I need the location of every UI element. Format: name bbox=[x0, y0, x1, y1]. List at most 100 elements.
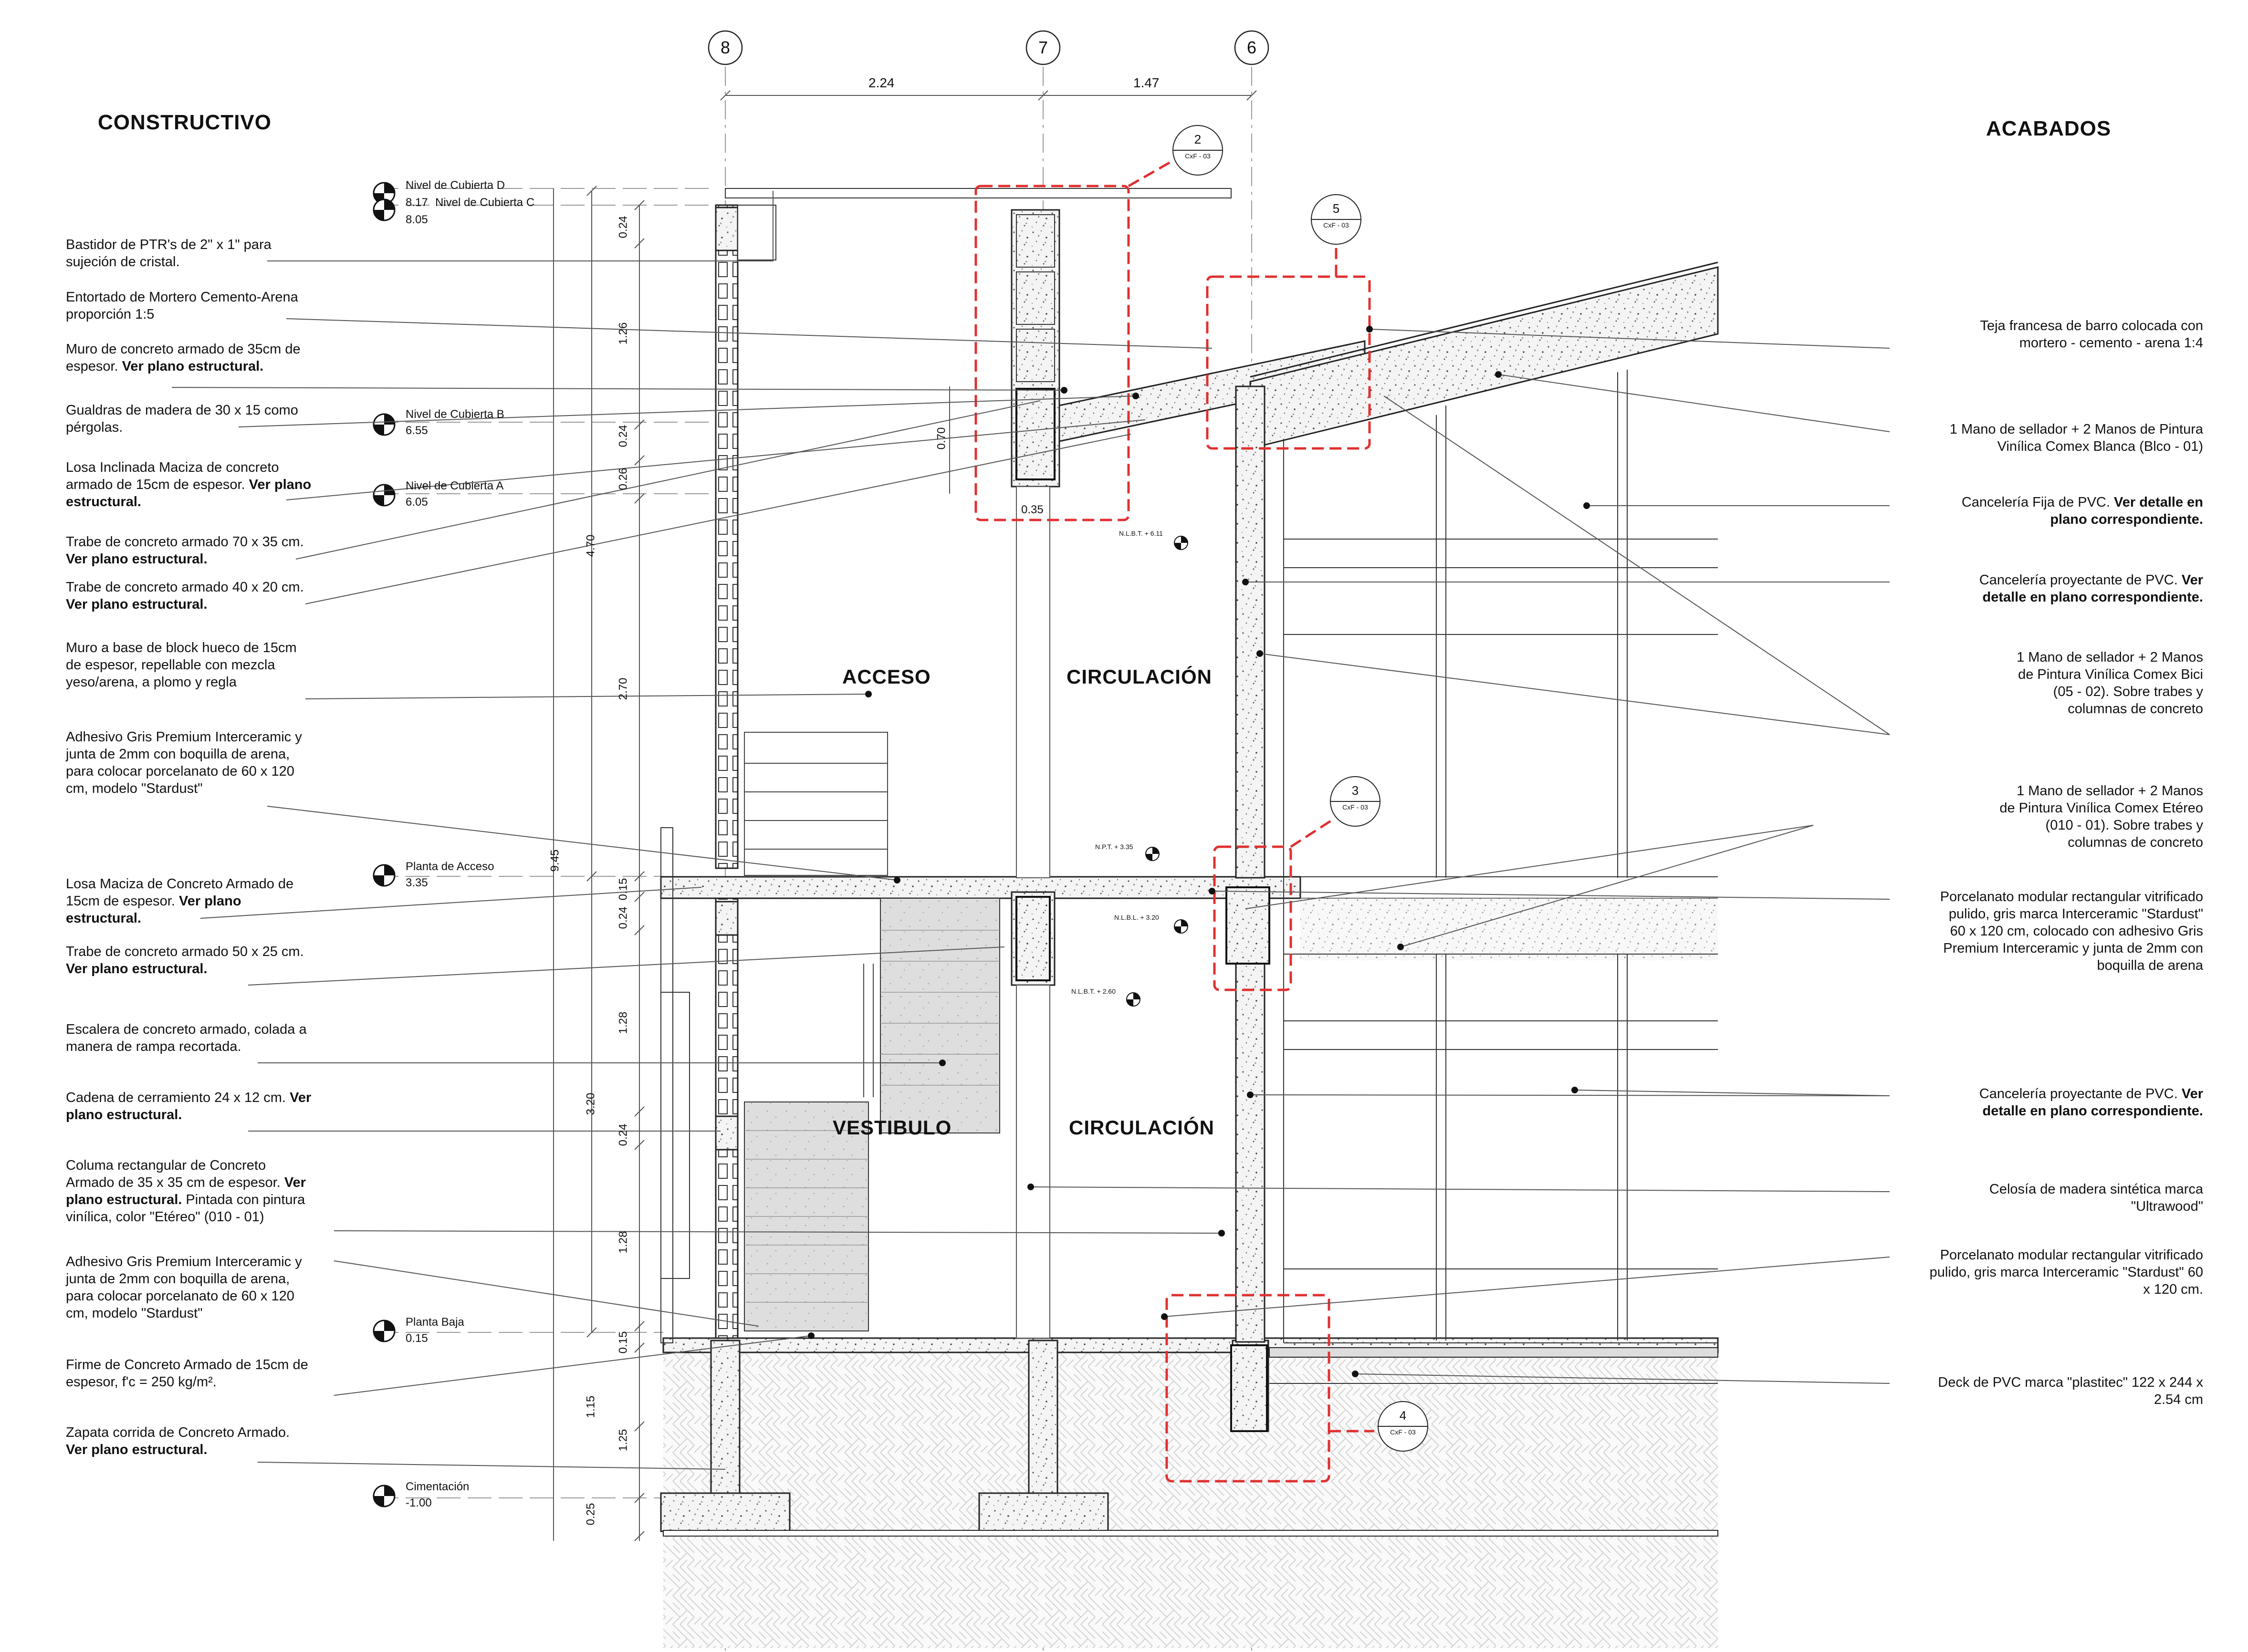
left-note-columna: Columa rectangular de Concreto Armado de… bbox=[66, 1158, 306, 1225]
pvc-deck bbox=[1269, 1347, 1718, 1358]
level-name: Planta de Acceso bbox=[406, 860, 494, 873]
stair-railing bbox=[744, 732, 888, 1097]
nlbt-611-label: N.L.B.T. + 6.11 bbox=[1119, 530, 1163, 537]
level-name: Cimentación bbox=[406, 1480, 470, 1493]
level-name: Nivel de Cubierta D bbox=[406, 179, 505, 192]
horizontal-dimension-line bbox=[720, 90, 1257, 101]
right-leaders bbox=[1030, 329, 1890, 1384]
concrete-column-upper bbox=[1011, 209, 1060, 488]
level-value: -1.00 bbox=[406, 1496, 432, 1509]
level-value: 3.35 bbox=[406, 876, 428, 889]
room-vestibulo: VESTIBULO bbox=[833, 1116, 952, 1139]
right-column-lower bbox=[1235, 897, 1265, 1343]
dimension-2-24: 2.24 bbox=[868, 75, 895, 90]
dim-vertical: 1.28 bbox=[617, 1231, 630, 1254]
dim-vertical: 0.24 bbox=[617, 216, 630, 239]
vertical-dimension-lines bbox=[553, 188, 950, 1541]
dim-vertical: 1.25 bbox=[617, 1429, 630, 1452]
left-note-muro-concreto: Muro de concreto armado de 35cm de espes… bbox=[66, 342, 301, 374]
right-note-teja: Teja francesa de barro colocada con mort… bbox=[1980, 318, 2203, 351]
dim-vertical: 0.15 bbox=[617, 878, 630, 901]
left-note-trabe-70x35: Trabe de concreto armado 70 x 35 cm. Ver… bbox=[66, 534, 304, 567]
stair-flight-upper bbox=[880, 898, 1000, 1133]
left-note-adhesivo-upper: Adhesivo Gris Premium Interceramic y jun… bbox=[66, 729, 302, 796]
left-note-adhesivo-lower: Adhesivo Gris Premium Interceramic y jun… bbox=[66, 1254, 302, 1321]
dimension-1-47: 1.47 bbox=[1133, 75, 1160, 90]
left-note-zapata: Zapata corrida de Concreto Armado. Ver p… bbox=[66, 1425, 290, 1457]
level-value: 6.05 bbox=[406, 496, 428, 509]
level-cubierta-d: Nivel de Cubierta D bbox=[406, 177, 505, 194]
level-value: 6.55 bbox=[406, 424, 428, 437]
detail-tag-ref: CxF - 03 bbox=[1390, 1428, 1416, 1436]
left-note-bastidor: Bastidor de PTR's de 2" x 1" para sujeci… bbox=[66, 237, 272, 270]
dim-vertical: 0.24 bbox=[617, 906, 630, 929]
nlbt-260-label: N.L.B.T. + 2.60 bbox=[1071, 987, 1116, 995]
level-planta-acceso: Planta de Acceso 3.35 bbox=[406, 859, 494, 891]
level-cubierta-a: Nivel de Cubierta A 6.05 bbox=[406, 478, 503, 510]
right-note-sellador-etereo: 1 Mano de sellador + 2 Manos de Pintura … bbox=[1999, 783, 2203, 850]
left-leaders bbox=[171, 191, 1222, 1470]
left-note-entortado: Entortado de Mortero Cemento-Arena propo… bbox=[66, 290, 298, 322]
level-name: Nivel de Cubierta A bbox=[406, 479, 504, 492]
leader-dots bbox=[808, 326, 1590, 1377]
left-note-cadena: Cadena de cerramiento 24 x 12 cm. Ver pl… bbox=[66, 1090, 312, 1122]
level-name: Nivel de Cubierta B bbox=[406, 408, 504, 421]
level-cubierta-b: Nivel de Cubierta B 6.55 bbox=[406, 406, 504, 439]
ground-hatch bbox=[663, 1343, 1718, 1648]
level-cubierta-c-value: 8.05 bbox=[406, 212, 428, 228]
detail-tag-ref: CxF - 03 bbox=[1342, 803, 1368, 811]
nlbl-320-label: N.L.B.L. + 3.20 bbox=[1114, 914, 1159, 921]
dim-vertical-outer: 3.20 bbox=[584, 1092, 597, 1115]
right-note-canceleria-fija: Cancelería Fija de PVC. Ver detalle en p… bbox=[1961, 495, 2203, 527]
room-circulacion-lower: CIRCULACIÓN bbox=[1069, 1116, 1214, 1139]
left-note-losa-maciza: Losa Maciza de Concreto Armado de 15cm d… bbox=[66, 876, 294, 926]
right-note-celosia: Celosía de madera sintética marca "Ultra… bbox=[1989, 1182, 2203, 1214]
detail-tag-number: 3 bbox=[1351, 783, 1359, 798]
right-note-sellador-bici: 1 Mano de sellador + 2 Manos de Pintura … bbox=[2017, 650, 2203, 717]
detail-tag-3[interactable]: 3 CxF - 03 bbox=[1329, 781, 1381, 814]
detail-callout-boxes bbox=[974, 156, 1374, 1483]
right-note-deck: Deck de PVC marca "plastitec" 122 x 244 … bbox=[1938, 1375, 2203, 1407]
right-note-canceleria-proyectante-lower: Cancelería proyectante de PVC. Ver detal… bbox=[1979, 1086, 2203, 1119]
detail-tag-ref: CxF - 03 bbox=[1185, 152, 1211, 160]
block-wall-upper bbox=[715, 204, 739, 869]
left-note-firme: Firme de Concreto Armado de 15cm de espe… bbox=[66, 1357, 308, 1390]
dim-vertical: 0.15 bbox=[617, 1331, 630, 1354]
axis-label-8: 8 bbox=[720, 38, 731, 57]
dim-vertical: 1.28 bbox=[617, 1011, 630, 1034]
room-circulacion-upper: CIRCULACIÓN bbox=[1066, 665, 1212, 688]
detail-tag-number: 2 bbox=[1194, 132, 1202, 146]
axis-bubbles bbox=[708, 30, 1269, 65]
detail-tag-4[interactable]: 4 CxF - 03 bbox=[1377, 1406, 1429, 1439]
dim-vertical: 1.26 bbox=[617, 322, 630, 345]
small-level-markers bbox=[1126, 536, 1188, 1007]
right-note-porcelanato-upper: Porcelanato modular rectangular vitrific… bbox=[1940, 889, 2203, 973]
dim-vertical-outer: 4.70 bbox=[584, 534, 597, 557]
dimension-ticks bbox=[586, 186, 645, 1541]
level-lines bbox=[375, 188, 711, 1498]
dim-vertical: 2.70 bbox=[617, 677, 630, 700]
detail-tag-2[interactable]: 2 CxF - 03 bbox=[1171, 130, 1224, 163]
detail-tag-5[interactable]: 5 CxF - 03 bbox=[1310, 199, 1362, 232]
right-column-upper bbox=[1235, 385, 1265, 879]
access-slab bbox=[660, 876, 1301, 899]
beam-50x25 bbox=[1011, 891, 1056, 986]
detail-tag-number: 5 bbox=[1332, 201, 1340, 216]
npt-335-label: N.P.T. + 3.35 bbox=[1095, 843, 1133, 851]
detail-tag-circles bbox=[1172, 125, 1428, 1452]
level-value: 0.15 bbox=[406, 1332, 428, 1345]
dim-vertical: 0.24 bbox=[617, 425, 630, 447]
dim-vertical: 0.26 bbox=[617, 468, 630, 490]
right-note-sellador-blanca: 1 Mano de sellador + 2 Manos de Pintura … bbox=[1949, 422, 2203, 454]
level-cubierta-d-value: 8.17 bbox=[406, 195, 428, 211]
left-note-trabe-50x25: Trabe de concreto armado 50 x 25 cm. Ver… bbox=[66, 944, 304, 977]
axis-label-7: 7 bbox=[1038, 38, 1048, 57]
dim-vertical-outer: 9.45 bbox=[548, 849, 562, 872]
level-cubierta-c: Nivel de Cubierta C bbox=[435, 195, 534, 211]
curtain-wall bbox=[1283, 370, 1718, 1343]
dim-beam-height: 0.70 bbox=[935, 427, 948, 450]
level-markers bbox=[373, 182, 396, 1507]
dim-beam-width: 0.35 bbox=[1021, 503, 1044, 516]
